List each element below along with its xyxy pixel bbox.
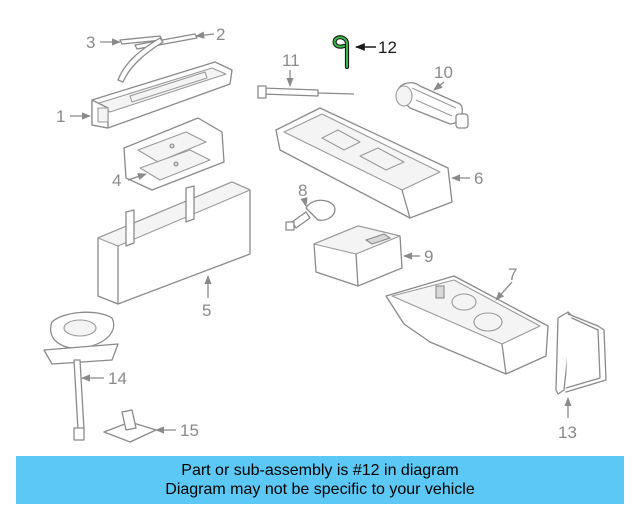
svg-text:2: 2 [216,25,225,44]
callout-11: 11 [282,51,300,87]
svg-text:6: 6 [474,169,483,188]
part-4-pads [123,117,225,191]
part-5-box [97,181,251,305]
part-8-key [285,199,336,231]
svg-text:4: 4 [112,171,121,190]
part-12-hook [332,35,350,70]
callout-6: 6 [451,169,483,188]
callout-9: 9 [403,247,433,266]
callout-13: 13 [558,397,577,442]
callout-3: 3 [86,33,121,52]
svg-text:10: 10 [434,63,453,82]
svg-text:11: 11 [282,51,300,70]
part-15-block [103,409,157,443]
banner-line-2: Diagram may not be specific to your vehi… [165,481,475,498]
callout-5: 5 [202,275,212,320]
svg-text:8: 8 [298,181,307,200]
parts-diagram: 1 2 3 4 5 6 7 8 9 10 11 12 [43,25,607,443]
part-9-kit [313,225,403,287]
svg-text:15: 15 [180,421,199,440]
svg-text:13: 13 [558,423,577,442]
part-11-tool [257,85,355,99]
svg-text:3: 3 [86,33,95,52]
info-banner: Part or sub-assembly is #12 in diagram D… [16,456,624,504]
part-3-handle [117,35,164,83]
callout-14: 14 [81,369,127,388]
svg-text:9: 9 [424,247,433,266]
callout-8: 8 [298,181,308,207]
svg-text:12: 12 [378,38,397,57]
part-1-jack [91,61,233,129]
svg-text:1: 1 [56,107,65,126]
callout-1: 1 [56,107,91,126]
callout-4: 4 [112,171,147,190]
part-10-canister [395,82,469,129]
svg-text:14: 14 [108,369,127,388]
part-13-strap [555,311,607,395]
svg-text:7: 7 [508,265,517,284]
callout-12: 12 [355,38,397,57]
part-7-tray [385,275,549,375]
part-6-tray [275,107,453,219]
banner-line-1: Part or sub-assembly is #12 in diagram [181,462,459,479]
callout-10: 10 [433,63,453,91]
callout-7: 7 [495,265,517,301]
callout-15: 15 [155,421,199,440]
callout-2: 2 [195,25,225,44]
svg-text:5: 5 [202,301,211,320]
part-14-stand [43,311,119,441]
